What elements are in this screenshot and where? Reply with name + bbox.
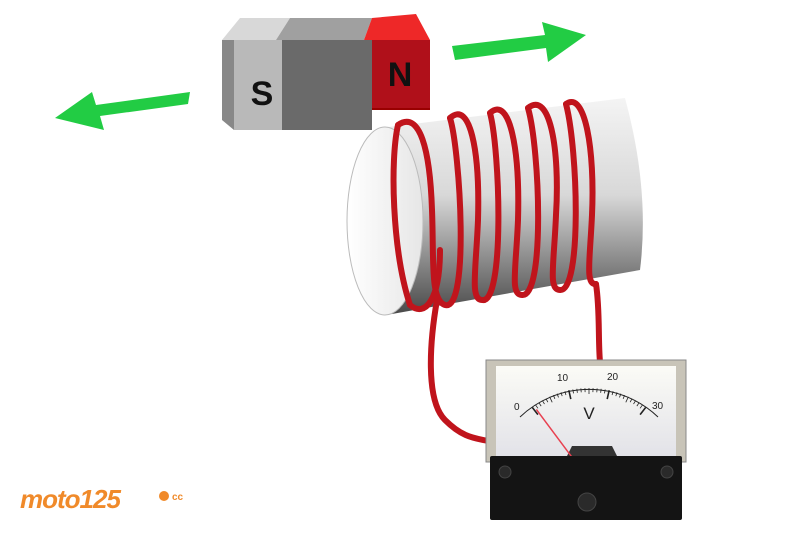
logo-suffix: cc <box>172 492 184 503</box>
scale-tick <box>564 391 567 396</box>
scale-label-20: 20 <box>607 372 619 383</box>
left-arrow-icon <box>55 92 190 130</box>
terminal-knob-icon <box>577 492 597 512</box>
voltmeter-needle <box>535 409 576 462</box>
scale-tick <box>639 404 643 409</box>
scale-label-30: 30 <box>652 401 664 412</box>
scale-tick <box>535 404 539 409</box>
screw-icon <box>498 465 512 479</box>
scale-tick <box>604 389 606 394</box>
logo-text: moto125 <box>20 484 121 514</box>
scale-tick <box>619 393 622 398</box>
scale-tick <box>633 400 636 405</box>
scale-label-10: 10 <box>557 373 569 384</box>
scale-tick <box>538 402 542 407</box>
bar-magnet: S N <box>222 14 430 130</box>
screw-icon <box>660 465 674 479</box>
scale-tick <box>549 396 553 403</box>
coil-cylinder <box>346 98 643 316</box>
voltmeter-unit-label: V <box>583 404 595 423</box>
scale-tick <box>568 390 572 400</box>
scale-tick <box>622 395 626 400</box>
magnet-north-label: N <box>388 56 413 94</box>
scale-tick <box>629 398 633 403</box>
voltmeter: 0 10 20 30 V <box>485 359 687 520</box>
magnet-south-label: S <box>251 75 274 113</box>
voltmeter-scale-ticks <box>531 388 647 416</box>
scale-tick <box>560 392 563 397</box>
scale-tick <box>639 407 647 416</box>
scale-tick <box>576 388 578 393</box>
scale-tick <box>625 396 629 403</box>
scale-tick <box>556 393 559 398</box>
scale-tick <box>545 398 549 403</box>
scale-label-0: 0 <box>514 402 520 413</box>
scale-tick <box>572 389 574 394</box>
scale-tick <box>542 400 545 405</box>
scale-tick <box>600 388 602 393</box>
scale-tick <box>606 390 610 400</box>
scale-tick <box>531 407 539 416</box>
scale-tick <box>636 402 640 407</box>
right-arrow-icon <box>452 22 586 62</box>
coil-wire <box>390 99 603 445</box>
scale-tick <box>611 391 614 396</box>
scale-tick <box>552 395 556 400</box>
scale-tick <box>615 392 618 397</box>
moto125-logo: moto125 cc <box>20 484 184 514</box>
